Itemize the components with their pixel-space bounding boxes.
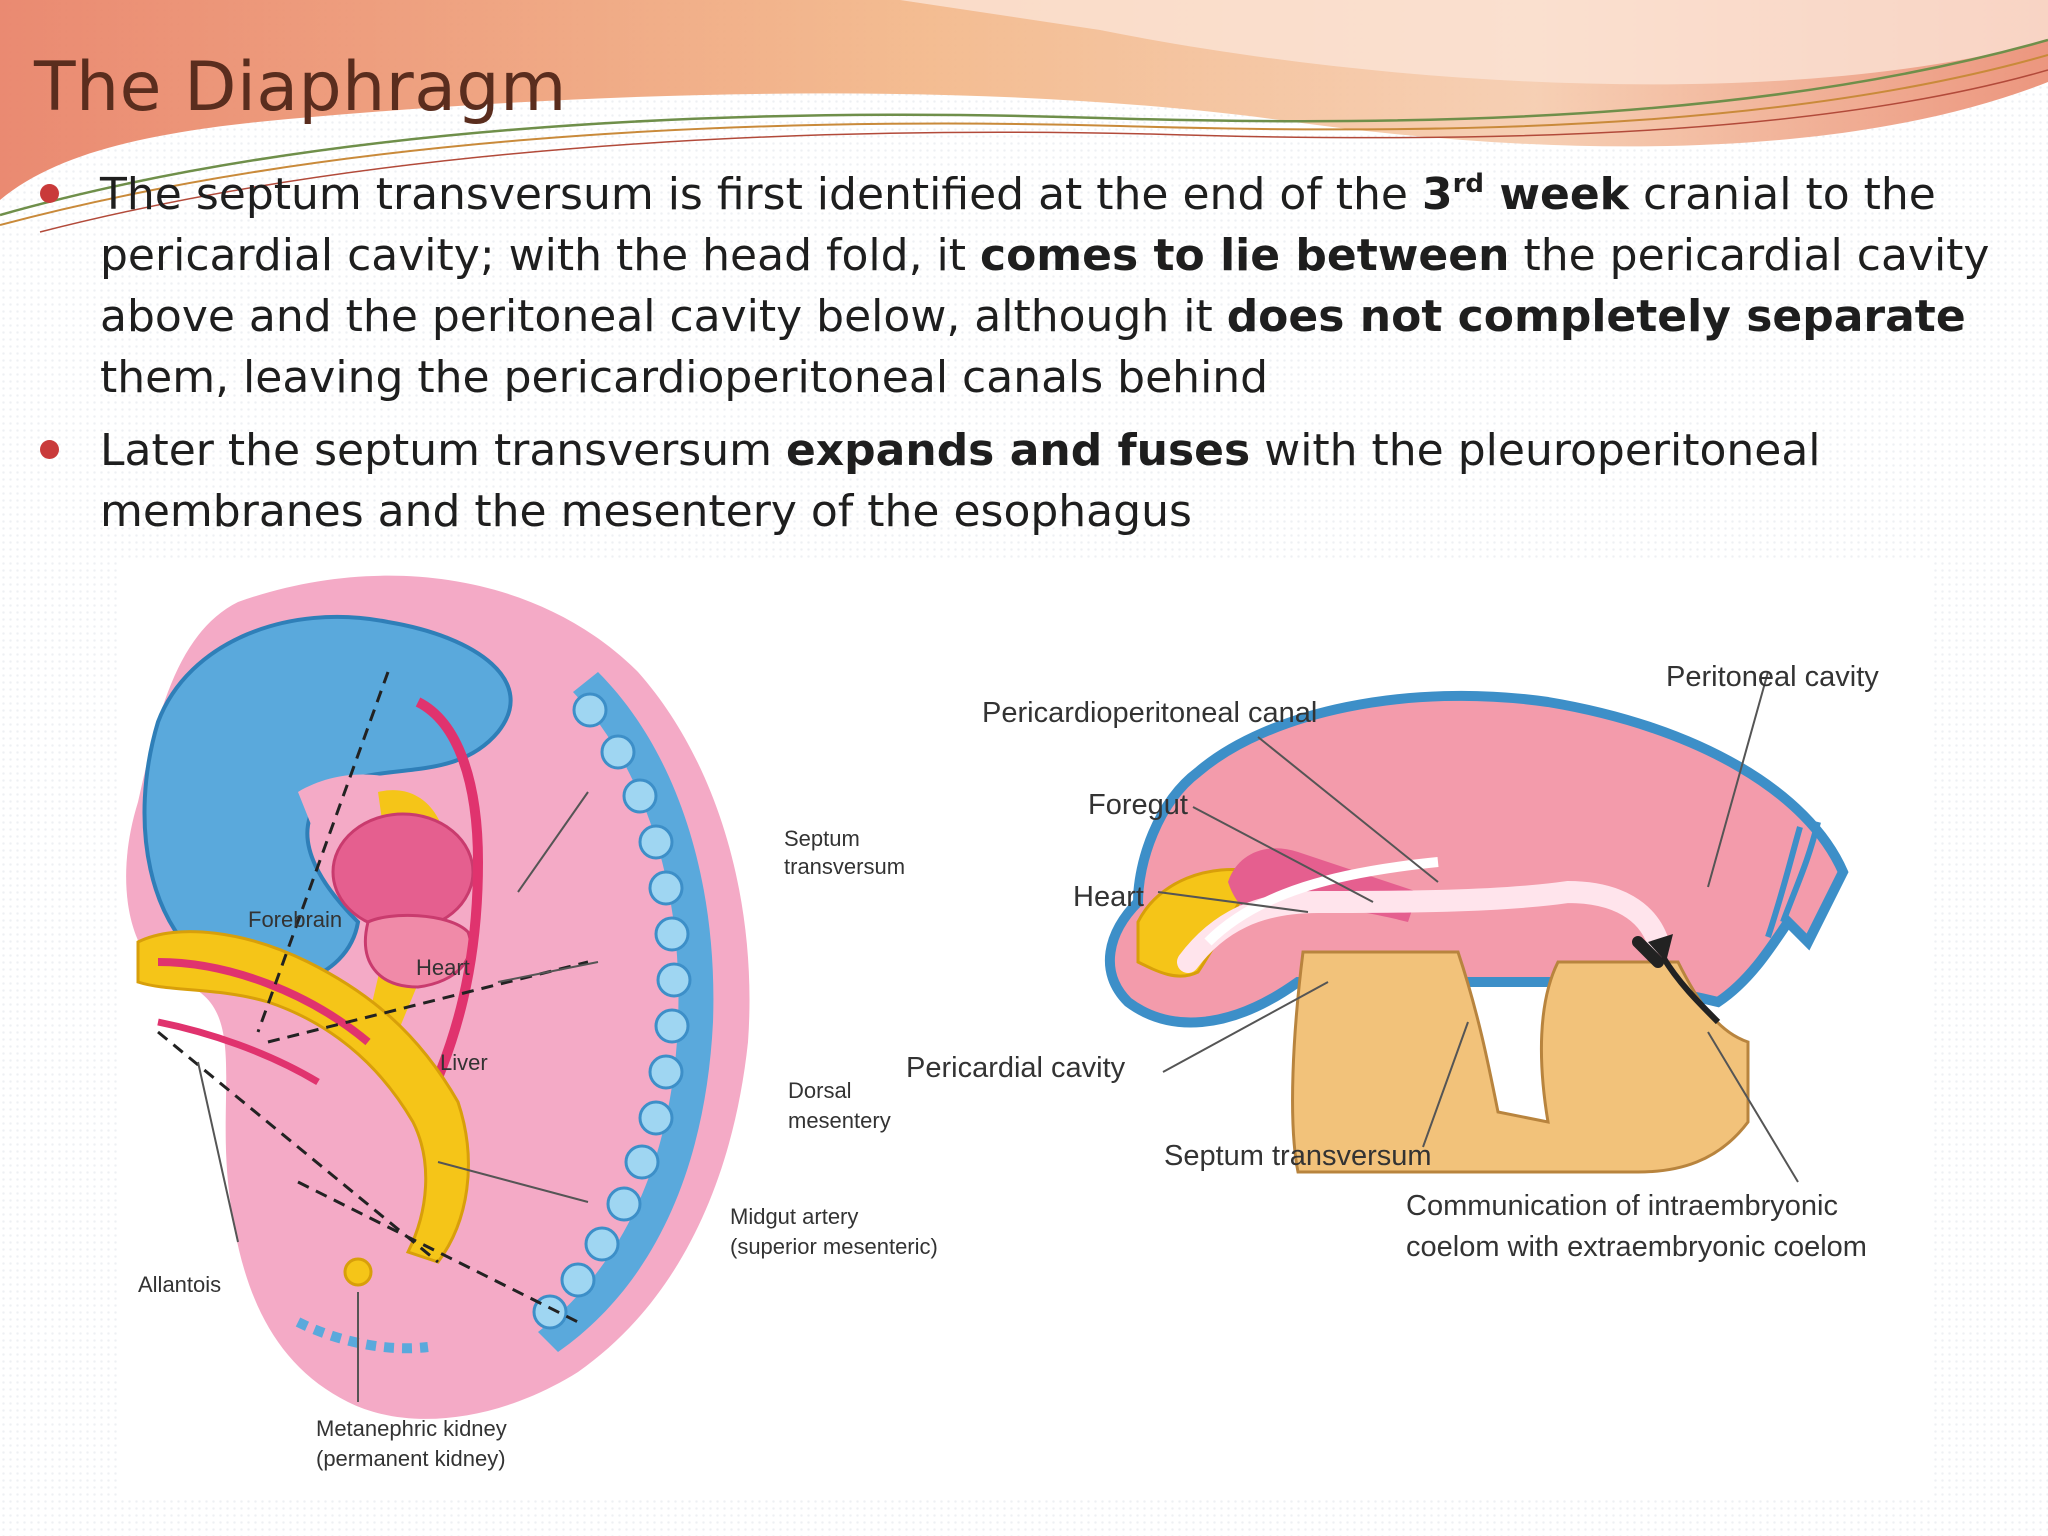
- embryo-figure: Forebrain Heart Liver Septum transversum…: [118, 562, 1930, 1496]
- label-septum-transversum-left-1: Septum: [784, 826, 860, 851]
- bullet-bold: week: [1484, 169, 1629, 220]
- bullet-text: cranial to the pericardial cavity; with …: [100, 169, 1936, 281]
- label-foregut: Foregut: [1088, 789, 1188, 821]
- label-pericardial-cavity: Pericardial cavity: [906, 1052, 1126, 1084]
- label-communication-1: Communication of intraembryonic: [1406, 1190, 1838, 1222]
- right-embryo-drawing: [1104, 671, 1849, 1183]
- label-pericardioperitoneal-canal: Pericardioperitoneal canal: [982, 697, 1317, 729]
- bullet-dot-icon: [40, 184, 59, 203]
- label-metanephric-kidney-1: Metanephric kidney: [316, 1416, 507, 1441]
- label-dorsal-mesentery-1: Dorsal: [788, 1078, 852, 1103]
- bullet-bold: does not completely separate: [1226, 291, 1966, 342]
- header-banner: [0, 0, 2048, 233]
- bullet-item-septum-origin: The septum transversum is first identifi…: [0, 164, 2000, 408]
- bullet-text: Later the septum transversum: [100, 425, 786, 476]
- label-forebrain: Forebrain: [248, 907, 342, 932]
- slide-title: The Diaphragm: [34, 48, 567, 127]
- bullet-bold: 3: [1421, 169, 1453, 220]
- bullet-text: with the pleuroperitoneal membranes and …: [100, 425, 1821, 537]
- label-heart-left: Heart: [416, 955, 470, 980]
- label-metanephric-kidney-2: (permanent kidney): [316, 1446, 506, 1471]
- label-communication-2: coelom with extraembryonic coelom: [1406, 1231, 1867, 1263]
- label-allantois: Allantois: [138, 1272, 221, 1297]
- label-peritoneal-cavity: Peritoneal cavity: [1666, 661, 1879, 693]
- bullet-text: The septum transversum is first identifi…: [100, 169, 1422, 220]
- label-dorsal-mesentery-2: mesentery: [788, 1108, 891, 1133]
- bullet-dot-icon: [40, 440, 59, 459]
- bullet-list: The septum transversum is first identifi…: [0, 164, 2000, 554]
- bullet-text: them, leaving the pericardioperitoneal c…: [100, 352, 1269, 403]
- left-embryo-drawing: [126, 575, 750, 1419]
- bullet-bold: comes to lie between: [980, 230, 1510, 281]
- label-heart-right: Heart: [1073, 881, 1144, 913]
- label-midgut-artery-1: Midgut artery: [730, 1204, 858, 1229]
- bullet-item-septum-fusion: Later the septum transversum expands and…: [0, 420, 2000, 542]
- label-liver: Liver: [440, 1050, 488, 1075]
- label-midgut-artery-2: (superior mesenteric): [730, 1234, 938, 1259]
- embryo-illustration: Forebrain Heart Liver Septum transversum…: [118, 562, 1930, 1496]
- bullet-superscript: rd: [1452, 169, 1485, 199]
- label-septum-transversum-right: Septum transversum: [1164, 1140, 1432, 1172]
- label-septum-transversum-left-2: transversum: [784, 854, 905, 879]
- bullet-text: the pericardial cavity above and the per…: [100, 230, 1990, 342]
- bullet-bold: expands and fuses: [785, 425, 1251, 476]
